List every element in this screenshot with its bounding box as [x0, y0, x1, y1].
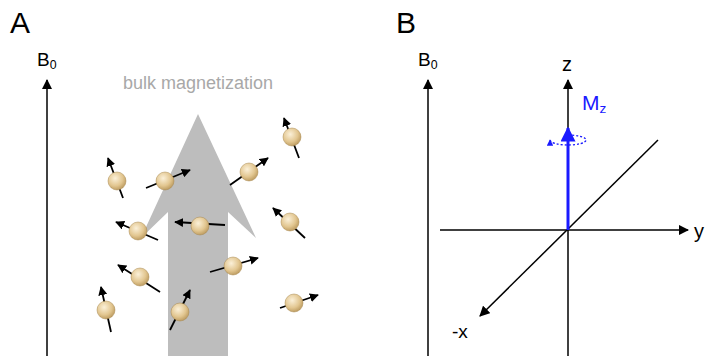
- spin: [97, 287, 115, 332]
- axis-label: -x: [452, 322, 468, 341]
- bulk-label: bulk magnetization: [123, 74, 273, 92]
- spin-ball: [156, 172, 174, 190]
- spin-ball: [171, 303, 189, 321]
- spin: [210, 257, 258, 275]
- z-axis: [567, 80, 569, 356]
- y-axis: [440, 229, 688, 231]
- bulk-magnetization-arrow: [141, 114, 256, 356]
- axis-label: y: [694, 221, 704, 241]
- spin-ball: [281, 213, 299, 231]
- spins: [97, 118, 318, 332]
- panel-letter: A: [10, 8, 30, 38]
- spin-arrow: [230, 158, 268, 185]
- spin: [175, 217, 225, 235]
- axis-label: z: [562, 54, 572, 74]
- vector-label: Mz: [582, 92, 606, 116]
- spin-ball: [191, 217, 209, 235]
- spin-ball: [240, 163, 258, 181]
- b0-axis: [427, 80, 429, 356]
- spin-ball: [283, 128, 301, 146]
- spin: [230, 158, 268, 185]
- spin: [283, 118, 301, 158]
- spin: [146, 170, 190, 190]
- spin-ball: [131, 268, 149, 286]
- precession-ellipse: [550, 135, 586, 145]
- spin-arrow: [118, 265, 160, 292]
- spin-ball: [129, 222, 147, 240]
- axis-label: B0: [418, 50, 438, 71]
- spin-arrow: [116, 222, 158, 240]
- spin: [108, 158, 126, 198]
- spin-ball: [108, 172, 126, 190]
- panel-letter: B: [396, 8, 416, 38]
- spin: [280, 294, 318, 312]
- spin-arrow: [170, 290, 190, 330]
- spin: [116, 222, 158, 240]
- spin-arrow: [273, 208, 305, 238]
- b0-axis: [46, 80, 48, 356]
- spin: [273, 208, 305, 238]
- mz-vector: [567, 128, 570, 230]
- axis-label: B0: [37, 50, 57, 71]
- spin-ball: [224, 257, 242, 275]
- spin-ball: [285, 294, 303, 312]
- spin-ball: [97, 301, 115, 319]
- spin: [118, 265, 160, 292]
- spin: [170, 290, 190, 330]
